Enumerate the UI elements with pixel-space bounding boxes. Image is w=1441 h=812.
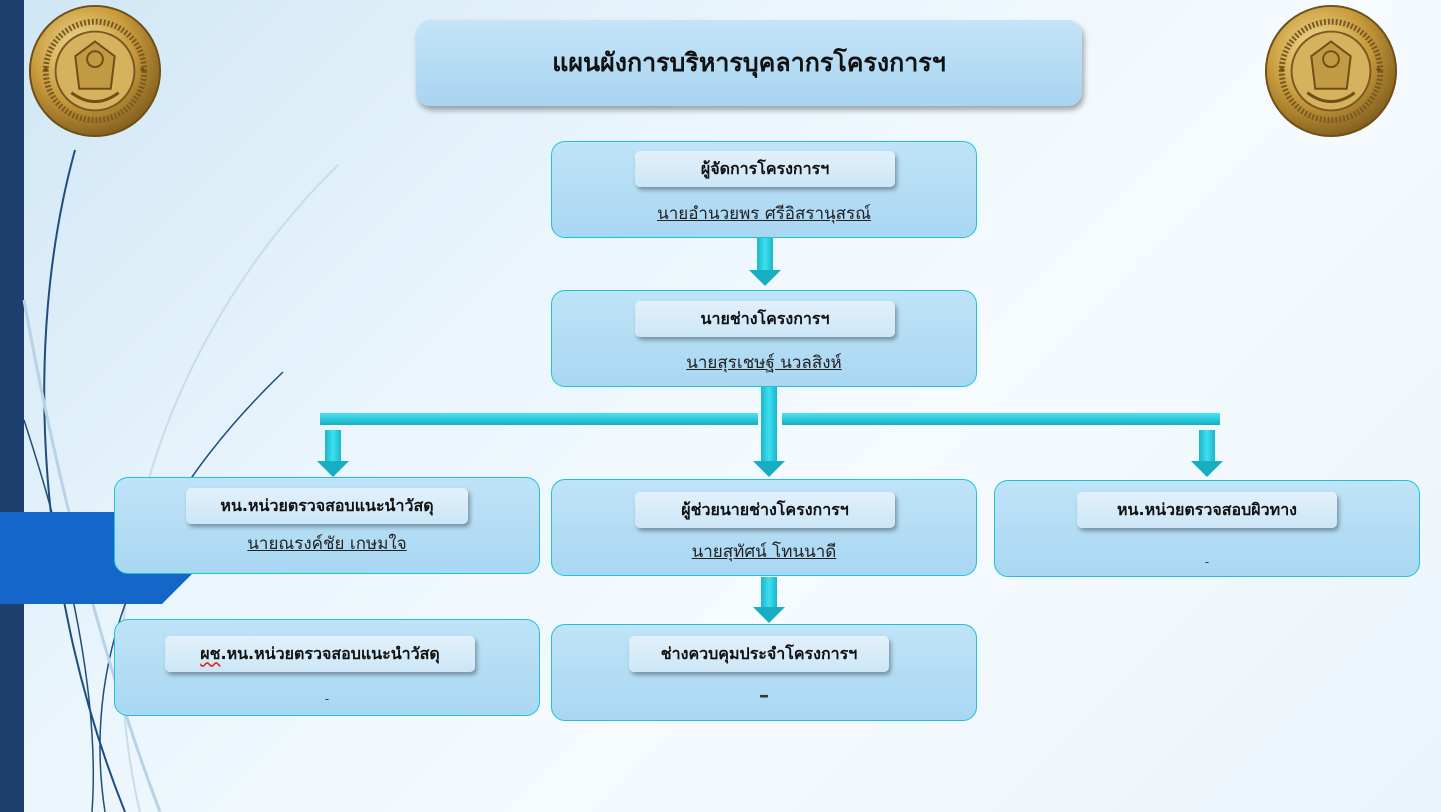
node-person-name: นายณรงค์ชัย เกษมใจ <box>247 534 407 554</box>
node-project-manager: ผู้จัดการโครงการฯ นายอำนวยพร ศรีอิสรานุส… <box>551 141 977 238</box>
node-person-name: นายสุรเชษฐ์ นวลสิงห์ <box>686 353 842 373</box>
node-pavement-head: หน.หน่วยตรวจสอบผิวทาง - <box>994 480 1420 577</box>
node-role-label: นายช่างโครงการฯ <box>635 301 895 337</box>
node-person-name: - <box>1204 555 1210 569</box>
svg-text:✦: ✦ <box>1374 65 1382 76</box>
branch-bar-left <box>320 413 758 425</box>
node-role-label: ผู้จัดการโครงการฯ <box>635 151 895 187</box>
node-role-label: หน.หน่วยตรวจสอบผิวทาง <box>1077 492 1337 528</box>
node-role-prefix: ผช <box>200 643 221 663</box>
svg-text:✦: ✦ <box>42 65 50 76</box>
node-role-label: ผู้ช่วยนายช่างโครงการฯ <box>635 492 895 528</box>
node-person-name: นายสุทัศน์ โทนนาดี <box>691 542 837 562</box>
arrow-assistant-to-supervisor <box>753 577 785 623</box>
left-accent-bar <box>0 0 24 812</box>
chart-title: แผนผังการบริหารบุคลากรโครงการฯ <box>552 48 946 77</box>
node-person-name: - <box>324 692 330 706</box>
node-materials-head: หน.หน่วยตรวจสอบแนะนำวัสดุ นายณรงค์ชัย เก… <box>114 477 540 574</box>
branch-bar-right <box>782 413 1220 425</box>
arrow-manager-to-engineer <box>749 238 781 286</box>
svg-text:✦: ✦ <box>1278 65 1286 76</box>
node-role-label: หน.หน่วยตรวจสอบแนะนำวัสดุ <box>186 488 468 524</box>
chart-title-box: แผนผังการบริหารบุคลากรโครงการฯ <box>416 20 1082 106</box>
node-role-label: ช่างควบคุมประจำโครงการฯ <box>629 636 889 672</box>
svg-text:✦: ✦ <box>138 65 146 76</box>
arrow-to-pavement-head <box>1191 430 1223 477</box>
node-person-name: นายอำนวยพร ศรีอิสรานุสรณ์ <box>657 204 871 224</box>
department-seal-right-icon: ✦ ✦ <box>1264 4 1398 138</box>
arrow-engineer-to-assistant <box>753 387 785 477</box>
node-materials-deputy: ผช.หน.หน่วยตรวจสอบแนะนำวัสดุ - <box>114 619 540 716</box>
node-assistant-engineer: ผู้ช่วยนายช่างโครงการฯ นายสุทัศน์ โทนนาด… <box>551 479 977 576</box>
node-project-engineer: นายช่างโครงการฯ นายสุรเชษฐ์ นวลสิงห์ <box>551 290 977 387</box>
node-role-label: ผช.หน.หน่วยตรวจสอบแนะนำวัสดุ <box>165 636 475 672</box>
arrow-to-materials-head <box>317 430 349 477</box>
node-person-name: – <box>759 683 769 707</box>
department-seal-left-icon: ✦ ✦ <box>28 4 162 138</box>
node-role-rest: .หน.หน่วยตรวจสอบแนะนำวัสดุ <box>220 643 440 663</box>
node-site-supervisor: ช่างควบคุมประจำโครงการฯ – <box>551 624 977 721</box>
